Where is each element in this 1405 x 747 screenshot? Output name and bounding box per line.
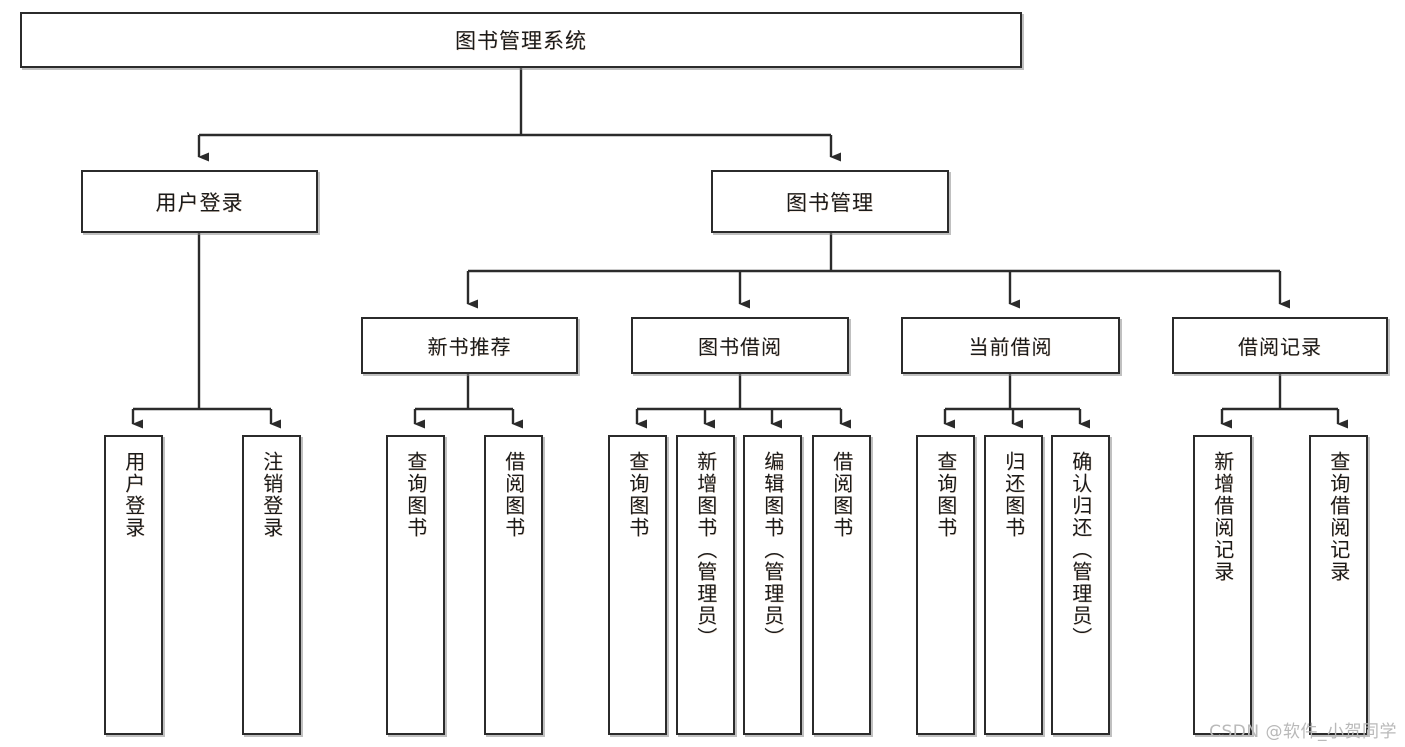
node-book-management-system[interactable]: 图书管理系统: [20, 12, 1022, 68]
node-label: 图书借阅: [698, 335, 782, 359]
node-label: 查询图书: [625, 451, 650, 539]
leaf-current-borrow-return[interactable]: 归还图书: [984, 435, 1043, 735]
node-label: 图书管理: [786, 190, 874, 215]
node-label: 查询图书: [933, 451, 958, 539]
node-label: 用户登录: [121, 451, 146, 539]
leaf-book-borrow-edit-book-admin[interactable]: 编辑图书（管理员）: [743, 435, 802, 735]
node-user-login[interactable]: 用户登录: [81, 170, 318, 233]
leaf-current-borrow-query[interactable]: 查询图书: [916, 435, 975, 735]
node-current-borrow[interactable]: 当前借阅: [901, 317, 1120, 374]
leaf-user-login-logout[interactable]: 注销登录: [242, 435, 301, 735]
node-label: 借阅图书: [829, 451, 854, 539]
node-label: 当前借阅: [968, 335, 1053, 359]
node-label: 新书推荐: [427, 335, 512, 359]
leaf-book-borrow-add-book-admin[interactable]: 新增图书（管理员）: [676, 435, 735, 735]
leaf-borrow-record-add[interactable]: 新增借阅记录: [1193, 435, 1252, 735]
leaf-new-book-query[interactable]: 查询图书: [386, 435, 445, 735]
node-label: 借阅记录: [1238, 335, 1322, 359]
node-label: 确认归还（管理员）: [1068, 451, 1093, 649]
leaf-book-borrow-borrow-book[interactable]: 借阅图书: [812, 435, 871, 735]
node-book-borrow[interactable]: 图书借阅: [631, 317, 849, 374]
leaf-user-login-login[interactable]: 用户登录: [104, 435, 163, 735]
node-book-management[interactable]: 图书管理: [711, 170, 949, 233]
node-label: 借阅图书: [501, 451, 526, 539]
node-label: 编辑图书（管理员）: [760, 451, 785, 649]
leaf-new-book-borrow[interactable]: 借阅图书: [484, 435, 543, 735]
node-label: 归还图书: [1001, 451, 1026, 539]
leaf-borrow-record-query[interactable]: 查询借阅记录: [1309, 435, 1368, 735]
node-label: 查询图书: [403, 451, 428, 539]
node-label: 新增图书（管理员）: [693, 451, 718, 649]
node-label: 图书管理系统: [455, 29, 587, 53]
leaf-current-borrow-confirm-return-admin[interactable]: 确认归还（管理员）: [1051, 435, 1110, 735]
node-label: 查询借阅记录: [1326, 451, 1351, 583]
node-label: 注销登录: [259, 451, 284, 539]
node-new-book-recommend[interactable]: 新书推荐: [361, 317, 578, 374]
node-borrow-record[interactable]: 借阅记录: [1172, 317, 1388, 374]
node-label: 新增借阅记录: [1210, 451, 1235, 583]
leaf-book-borrow-query[interactable]: 查询图书: [608, 435, 667, 735]
node-label: 用户登录: [155, 190, 244, 215]
